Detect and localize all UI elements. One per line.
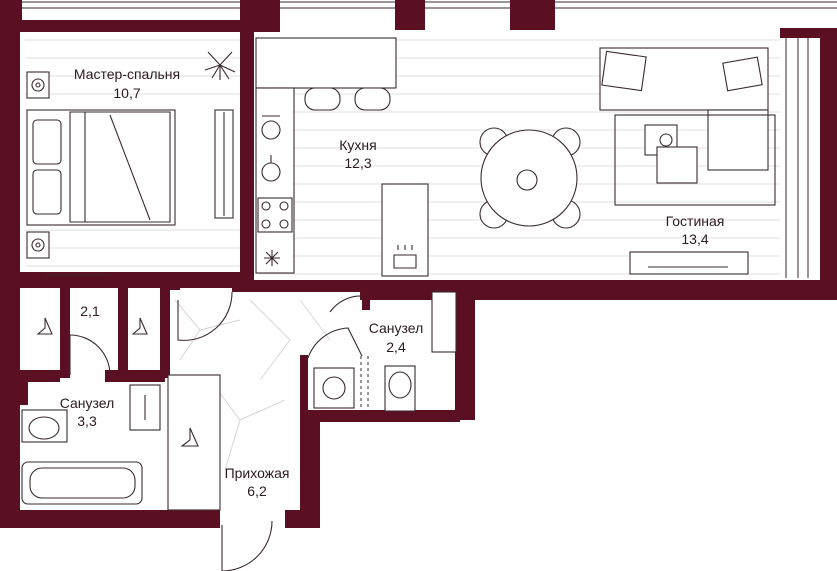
svg-text:2,4: 2,4 <box>386 339 406 355</box>
svg-text:6,2: 6,2 <box>247 483 267 499</box>
windows <box>22 1 837 278</box>
svg-text:2,1: 2,1 <box>80 303 100 319</box>
room-label-bath-left: Санузел 3,3 <box>60 395 115 429</box>
bed <box>26 71 234 276</box>
room-label-hall: Прихожая 6,2 <box>225 465 290 499</box>
sofa <box>599 47 776 275</box>
room-label-closet: 2,1 <box>80 303 100 319</box>
room-label-kitchen: Кухня 12,3 <box>339 137 376 171</box>
dining-table <box>479 127 581 229</box>
kitchen-counter <box>255 37 429 277</box>
bathroom-right <box>307 291 457 412</box>
svg-text:Санузел: Санузел <box>60 395 115 411</box>
svg-text:Мастер-спальня: Мастер-спальня <box>74 66 180 82</box>
room-label-master-bedroom: Мастер-спальня 10,7 <box>74 66 180 101</box>
svg-text:Прихожая: Прихожая <box>225 465 290 481</box>
walls <box>0 0 837 528</box>
svg-text:Кухня: Кухня <box>339 137 376 153</box>
svg-text:Санузел: Санузел <box>369 320 424 336</box>
room-label-bath-right: Санузел 2,4 <box>369 320 424 355</box>
svg-text:10,7: 10,7 <box>113 85 140 101</box>
closet <box>36 317 148 376</box>
bathroom-left <box>21 384 161 505</box>
plant-icon <box>204 51 236 80</box>
svg-text:13,4: 13,4 <box>681 231 708 247</box>
room-label-living: Гостиная 13,4 <box>666 213 725 247</box>
svg-text:3,3: 3,3 <box>77 413 97 429</box>
svg-text:Гостиная: Гостиная <box>666 213 725 229</box>
hallway <box>167 291 273 571</box>
svg-text:12,3: 12,3 <box>344 155 371 171</box>
